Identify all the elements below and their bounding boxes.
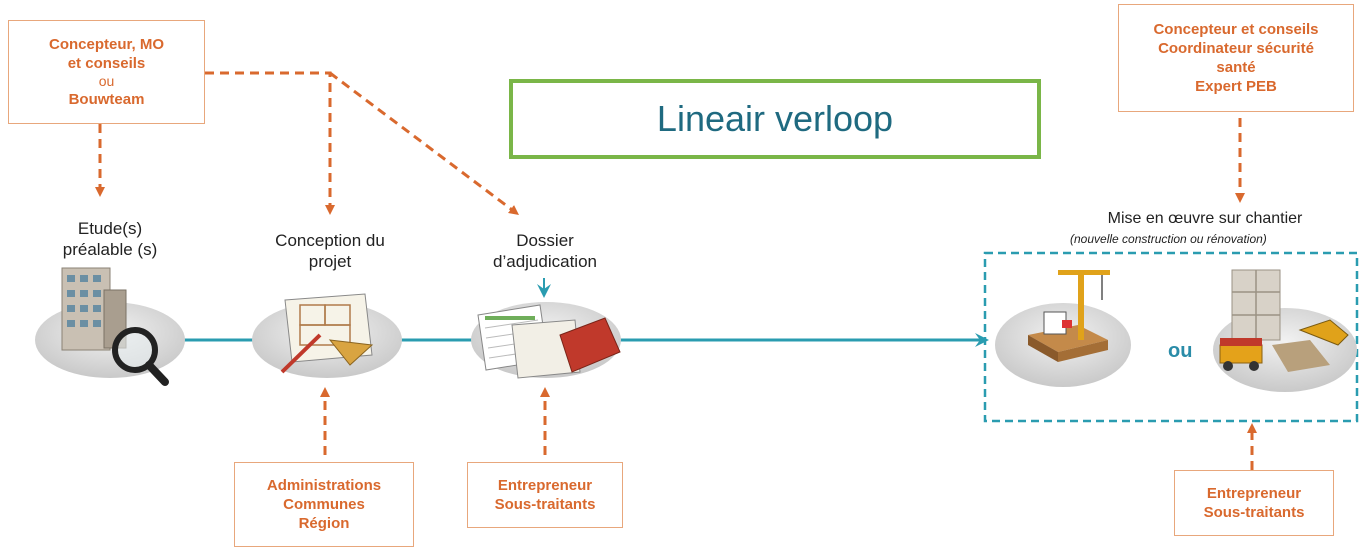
stage-mise-line1: Mise en œuvre sur chantier (1107, 210, 1303, 227)
top-right-box: Concepteur et conseils Coordinateur sécu… (1118, 4, 1354, 112)
stage-conception-line1: Conception du (275, 231, 385, 250)
entrepreneur1-line1: Entrepreneur (497, 477, 593, 494)
stage-dossier-line2: d’adjudication (493, 252, 597, 271)
stage-etude-line2: préalable (s) (62, 240, 158, 259)
administrations-line1: Administrations (266, 477, 382, 494)
stage-dossier-label: Dossier d’adjudication (470, 230, 620, 272)
entrepreneur-box-1: Entrepreneur Sous-traitants (467, 462, 623, 528)
top-right-line3: santé (1216, 59, 1256, 76)
top-right-line1: Concepteur et conseils (1153, 21, 1319, 38)
entrepreneur2-line1: Entrepreneur (1206, 485, 1302, 502)
title-text: Lineair verloop (656, 98, 894, 139)
stage-etude-label: Etude(s) préalable (s) (40, 218, 180, 260)
stage-etude-line1: Etude(s) (77, 219, 143, 238)
top-left-connectors (95, 71, 1257, 470)
blueprint-icon (252, 293, 402, 378)
stage-conception-label: Conception du projet (250, 230, 410, 272)
top-right-line2: Coordinateur sécurité (1158, 40, 1314, 57)
top-left-line4: Bouwteam (68, 91, 145, 108)
building-magnifier-icon (35, 267, 185, 386)
diagram-title: Lineair verloop (509, 79, 1041, 159)
entrepreneur1-line2: Sous-traitants (494, 496, 596, 513)
construction-area (983, 251, 1359, 423)
stage-conception-line2: projet (308, 252, 352, 271)
stage-dossier-line1: Dossier (516, 231, 574, 250)
stage-mise-label: Mise en œuvre sur chantier (1040, 208, 1359, 229)
documents-icon (471, 302, 621, 379)
entrepreneur-box-2: Entrepreneur Sous-traitants (1174, 470, 1334, 536)
stage-mise-note: (nouvelle construction ou rénovation) (1070, 232, 1267, 246)
top-left-line3: ou (98, 73, 115, 89)
top-right-line4: Expert PEB (1195, 78, 1277, 95)
crane-construction-icon (995, 270, 1131, 387)
top-left-line2: et conseils (67, 55, 146, 72)
administrations-line2: Communes (283, 496, 365, 513)
administrations-box: Administrations Communes Région (234, 462, 414, 547)
entrepreneur2-line2: Sous-traitants (1203, 504, 1305, 521)
top-left-box: Concepteur, MO et conseils ou Bouwteam (8, 20, 205, 124)
excavator-construction-icon (1213, 269, 1357, 392)
or-label: ou (1168, 340, 1193, 362)
administrations-line3: Région (298, 515, 350, 532)
top-left-line1: Concepteur, MO (48, 36, 164, 53)
